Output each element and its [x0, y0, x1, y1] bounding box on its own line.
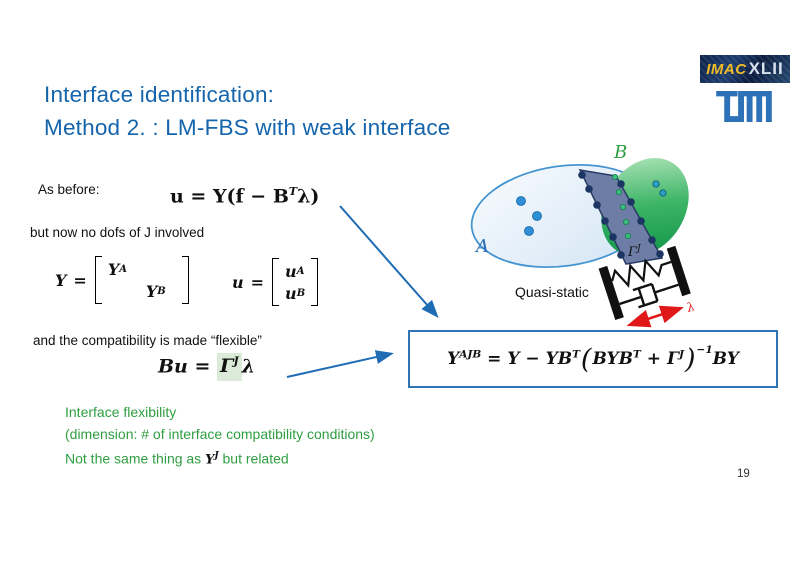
quasi-static-label: Quasi-static: [515, 284, 589, 300]
res-lparen: (: [580, 343, 592, 375]
YA-base: Y: [107, 259, 120, 279]
u-symbol: u: [232, 272, 244, 292]
interface-dofs-right: [617, 180, 664, 258]
imac-logo: IMAC XLII: [700, 55, 790, 83]
green-note-3-pre: Not the same thing as: [65, 450, 206, 467]
spring-damper-icon: λ: [598, 245, 697, 328]
res-AJB: AJB: [459, 347, 482, 360]
res-plus-gamma: + Γ: [640, 348, 680, 369]
gamma-J-label: ΓJ: [627, 244, 642, 260]
equation-main: u = Y(f − BTλ): [170, 185, 319, 207]
Bu-equals: Bu =: [158, 355, 218, 378]
title-line-1: Interface identification:: [44, 82, 275, 107]
right-wall: [666, 245, 691, 297]
right-bracket: [181, 256, 189, 304]
green-note-1: Interface flexibility: [65, 404, 177, 420]
internal-dofs-B: [652, 180, 667, 197]
left-bracket: [272, 258, 280, 306]
res-inverse: −1: [696, 343, 713, 356]
internal-dofs-A: [516, 196, 542, 236]
left-wall: [598, 265, 624, 321]
gamma-highlight: ΓJ: [217, 353, 242, 382]
left-bracket: [94, 256, 102, 304]
label-B: B: [613, 142, 627, 163]
equation-main-transpose: T: [288, 185, 298, 198]
no-dofs-label: but now no dofs of J involved: [30, 225, 205, 240]
compatibility-label: and the compatibility is made “flexible”: [33, 333, 262, 348]
empty-cell: [142, 258, 180, 280]
equals-sign: =: [250, 272, 265, 292]
as-before-label: As before:: [38, 182, 100, 197]
equation-main-tail: λ): [297, 185, 320, 208]
gamma-symbol: Γ: [220, 355, 234, 378]
lambda-symbol: λ: [241, 355, 256, 378]
YB-sup: B: [157, 285, 166, 297]
res-Y: Y: [447, 348, 460, 369]
Y-symbol: Y: [55, 270, 67, 290]
page-title: Interface identification: Method 2. : LM…: [44, 78, 451, 144]
equation-main-body: u = Y(f − B: [170, 185, 289, 208]
imac-logo-numerals: XLII: [748, 59, 784, 78]
YB-base: Y: [145, 281, 158, 301]
interface-dofs-left: [578, 171, 625, 259]
res-rparen: ): [684, 343, 696, 375]
uA-base: u: [285, 261, 297, 281]
empty-cell: [104, 280, 142, 302]
title-line-2: Method 2. : LM-FBS with weak interface: [44, 115, 451, 140]
res-BYB: BYB: [592, 348, 634, 369]
green-note-3-post: but related: [218, 450, 289, 467]
res-J: J: [679, 347, 684, 360]
YA-sup: A: [119, 263, 128, 275]
arrow-from-flexible-equation: [286, 350, 394, 378]
label-A: A: [474, 236, 489, 257]
green-note-2: (dimension: # of interface compatibility…: [65, 426, 375, 442]
uB-base: u: [285, 283, 297, 303]
res-T2: T: [633, 347, 641, 360]
uA-sup: A: [296, 265, 305, 277]
damper: [619, 282, 679, 309]
result-formula-box: YAJB = Y − YBT(BYBT + ΓJ)−1BY: [408, 330, 778, 388]
res-T1: T: [572, 347, 580, 360]
lambda-label: λ: [684, 299, 697, 315]
YJ-base: Y: [205, 452, 215, 468]
gamma-sup: J: [233, 355, 239, 368]
interface-dofs-green: [611, 174, 631, 240]
equation-result: YAJB = Y − YBT(BYBT + ΓJ)−1BY: [447, 344, 739, 375]
right-bracket: [311, 258, 319, 306]
spring: [611, 258, 672, 288]
lambda-arrow: [626, 305, 684, 328]
res-mid1: = Y − YB: [481, 348, 573, 369]
coupling-diagram: A B ΓJ λ: [470, 142, 697, 328]
res-BY: BY: [712, 348, 739, 369]
interface-strip: [578, 169, 664, 265]
tum-logo: [716, 91, 772, 122]
YJ-sup: J: [214, 451, 219, 461]
green-notes: Interface flexibility (dimension: # of i…: [65, 401, 375, 472]
imac-logo-text: IMAC: [706, 60, 747, 78]
page-number: 19: [737, 468, 750, 480]
arrow-from-main-equation: [339, 205, 439, 319]
green-note-3: Not the same thing as YJ but related: [65, 445, 375, 472]
uB-sup: B: [296, 287, 306, 299]
equals-sign: =: [73, 270, 87, 290]
